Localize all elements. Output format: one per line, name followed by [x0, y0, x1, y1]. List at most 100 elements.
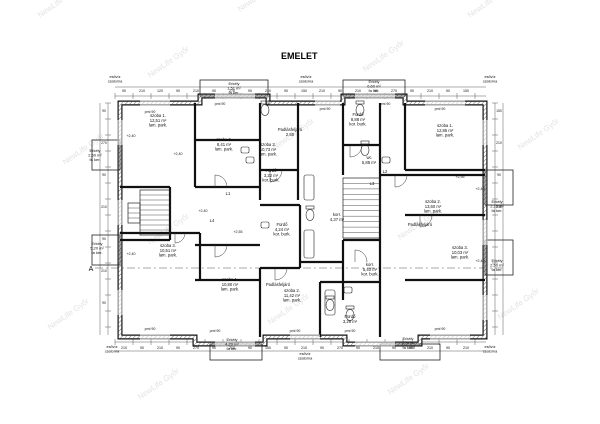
parapet-label: pml 90 — [145, 110, 156, 114]
dimension-label: 210 — [101, 269, 107, 273]
watermark-text: NewLife Győr — [146, 44, 191, 79]
room-label-padlas-e: Padlásfeljáró — [408, 222, 433, 227]
watermark-text: NewLife Győr — [466, 0, 511, 20]
window-glass — [117, 290, 123, 315]
watermark-text: NewLife Győr — [386, 361, 431, 396]
watermark-text: NewLife Győr — [36, 0, 81, 20]
parapet-label: pml 90 — [145, 327, 156, 331]
bathtub-icon — [303, 229, 315, 259]
dimension-label: 210 — [265, 89, 271, 93]
dimension-label: 120 — [157, 89, 163, 93]
balcony-railing — [91, 139, 121, 171]
window-glass — [425, 100, 465, 106]
watermark-text: NewLife Győr — [136, 366, 181, 401]
room-label-l3: L3 — [370, 181, 375, 186]
dimension-label: 210 — [157, 346, 163, 350]
dimension-label: 90 — [212, 89, 216, 93]
door-swing — [354, 249, 368, 263]
dimension-label: 150 — [301, 89, 307, 93]
dimension-label: 210 — [427, 89, 433, 93]
dimension-label: 90 — [374, 89, 378, 93]
toilet-icon — [305, 209, 315, 221]
dimension-label: 210 — [463, 346, 469, 350]
dimension-label: 90 — [212, 346, 216, 350]
level-label: +2,40 — [475, 187, 484, 191]
sink-icon — [245, 156, 255, 164]
level-label: +2,55 — [233, 230, 242, 234]
dimension-label: 210 — [496, 205, 502, 209]
dimension-label: 90 — [284, 346, 288, 350]
toilet-tank-icon — [355, 100, 365, 105]
dimension-label: 90 — [140, 346, 144, 350]
room-label-l2: L2 — [383, 169, 388, 174]
door-swing — [274, 267, 288, 281]
level-label: +2,40 — [198, 209, 207, 213]
dimension-label: 90 — [392, 346, 396, 350]
dimension-label: 150 — [265, 346, 271, 350]
dimension-label: 90 — [102, 301, 106, 305]
toilet-icon — [360, 144, 370, 156]
toilet-icon — [325, 299, 335, 311]
watermark-text: NewLife Győr — [516, 116, 561, 151]
window-glass — [140, 100, 170, 106]
bathtub-icon — [303, 174, 315, 201]
sink-icon — [260, 221, 270, 229]
balcony-railing — [484, 169, 514, 206]
watermark-text: NewLife Győr — [236, 0, 281, 14]
dimension-label: 210 — [121, 346, 127, 350]
dimension-label: 150 — [463, 89, 469, 93]
door-swing — [349, 144, 363, 158]
parapet-label: pml 90 — [435, 327, 446, 331]
window-glass — [117, 120, 123, 145]
dimension-label: 90 — [446, 89, 450, 93]
dimension-label: 150 — [409, 346, 415, 350]
window-glass — [482, 120, 488, 145]
dimension-label: 90 — [102, 109, 106, 113]
room-label-korr-c: korr.4,37 m² — [330, 212, 345, 222]
door-swing — [419, 214, 433, 228]
toilet-tank-icon — [345, 305, 355, 310]
dimension-label: 90 — [122, 89, 126, 93]
dimension-label: 90 — [338, 89, 342, 93]
door-swing — [269, 169, 283, 183]
window-glass — [290, 334, 320, 340]
dimension-label: 210 — [496, 141, 502, 145]
parapet-label: pml 90 — [435, 107, 446, 111]
balcony-railing — [91, 234, 121, 266]
room-label-padlas-s: Padlásfeljáró — [266, 282, 291, 287]
parapet-label: pml 90 — [290, 329, 301, 333]
dimension-label: 90 — [320, 346, 324, 350]
bathtub-icon — [324, 289, 336, 316]
level-label: +2,40 — [126, 252, 135, 256]
room-label-l1: L1 — [226, 191, 231, 196]
toilet-icon — [355, 104, 365, 116]
staircase — [342, 177, 381, 239]
dimension-label: 90 — [248, 89, 252, 93]
page-title: EMELET — [281, 51, 318, 61]
window-glass — [215, 93, 255, 99]
dimension-label: 270 — [391, 89, 397, 93]
dimension-label: 90 — [356, 346, 360, 350]
dimension-label: 90 — [102, 237, 106, 241]
door-swing — [174, 232, 186, 244]
